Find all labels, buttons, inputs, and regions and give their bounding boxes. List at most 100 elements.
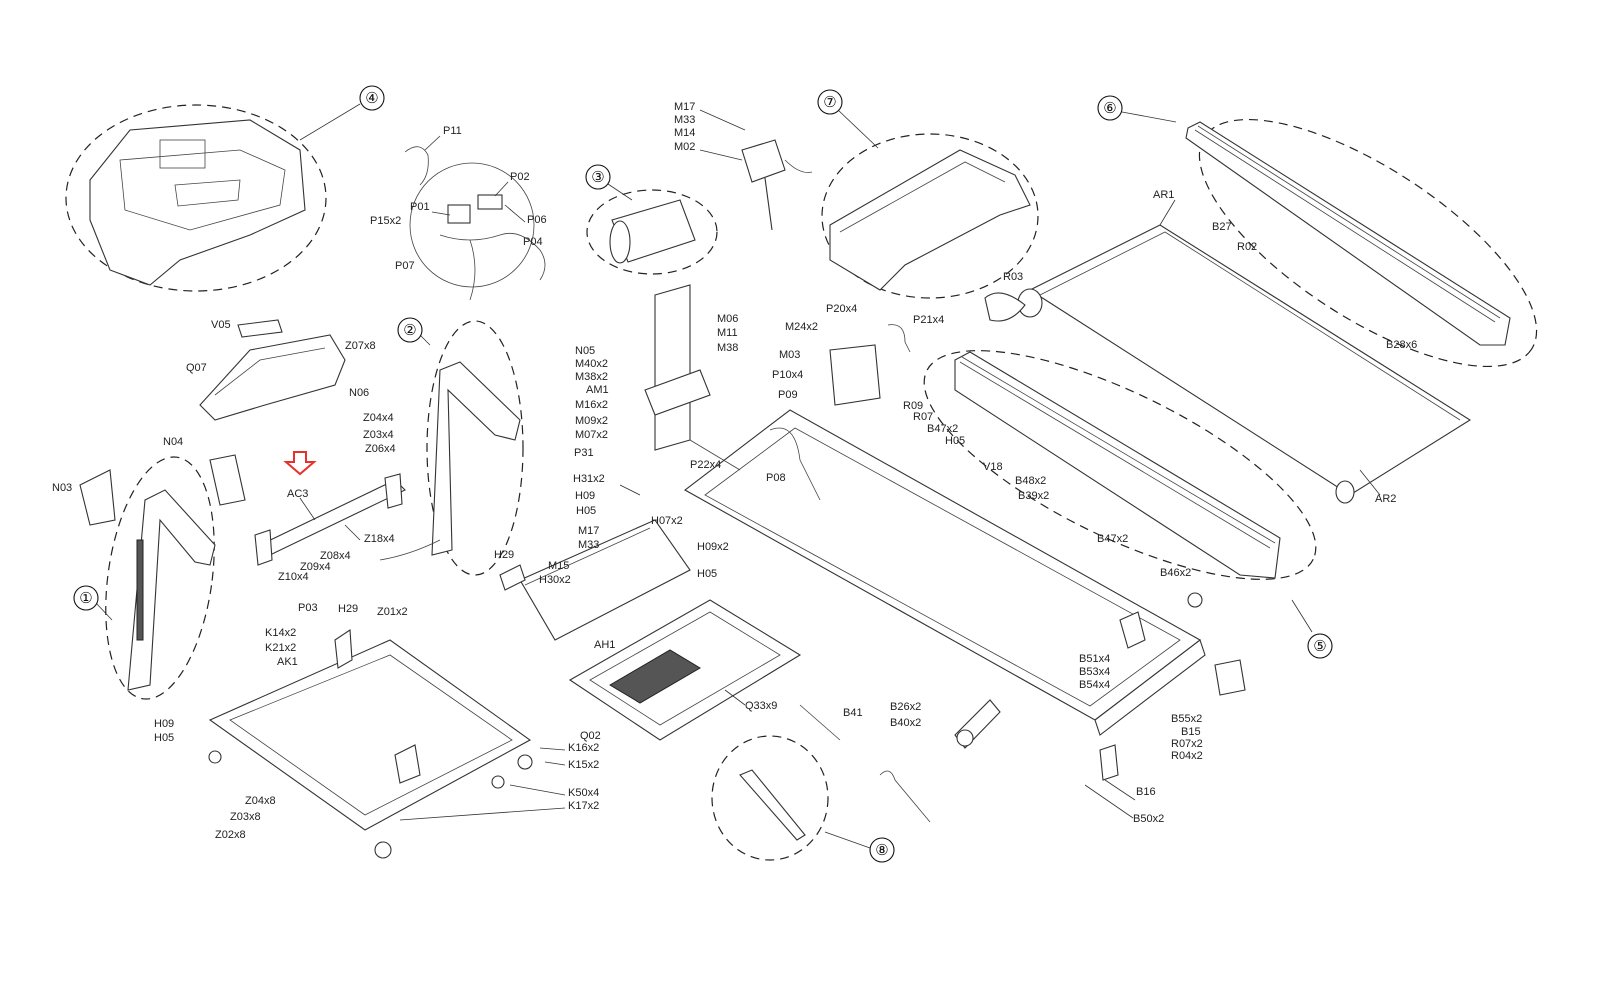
label-K14x2: K14x2 xyxy=(265,627,296,639)
label-B46x2: B46x2 xyxy=(1160,567,1191,579)
label-P01: P01 xyxy=(410,201,430,213)
label-K15x2: K15x2 xyxy=(568,759,599,771)
label-R03: R03 xyxy=(1003,271,1023,283)
label-B51x4: B51x4 xyxy=(1079,653,1110,665)
label-H05-c: H05 xyxy=(697,568,717,580)
label-R04x2: R04x2 xyxy=(1171,750,1203,762)
label-M17-b: M17 xyxy=(578,525,599,537)
label-H07x2: H07x2 xyxy=(651,515,683,527)
label-V05: V05 xyxy=(211,319,231,331)
label-M16x2: M16x2 xyxy=(575,399,608,411)
group-4-console: ④ xyxy=(65,85,385,292)
group-number-1: ① xyxy=(79,590,92,607)
label-H29-b: H29 xyxy=(338,603,358,615)
group-number-7: ⑦ xyxy=(823,94,836,111)
label-B26x2: B26x2 xyxy=(890,701,921,713)
group-5-side-rail: ⑤ xyxy=(923,350,1333,659)
incline-motor xyxy=(741,139,813,231)
label-R09: R09 xyxy=(903,400,923,412)
group-number-2: ② xyxy=(403,322,416,339)
label-Z04x4: Z04x4 xyxy=(363,412,394,424)
label-P08: P08 xyxy=(766,472,786,484)
label-B41: B41 xyxy=(843,707,863,719)
label-Q33x9: Q33x9 xyxy=(745,700,777,712)
label-B28x6: B28x6 xyxy=(1386,339,1417,351)
label-M06: M06 xyxy=(717,313,738,325)
group-number-3: ③ xyxy=(591,169,604,186)
label-H31x2: H31x2 xyxy=(573,473,605,485)
label-P07: P07 xyxy=(395,260,415,272)
group-number-4: ④ xyxy=(365,90,378,107)
label-M33-b: M33 xyxy=(578,539,599,551)
group-8-tools: ⑧ xyxy=(711,735,895,863)
group-1-upright: ① xyxy=(73,454,246,700)
label-M40x2: M40x2 xyxy=(575,358,608,370)
label-Z08x4: Z08x4 xyxy=(320,550,351,562)
group-number-8: ⑧ xyxy=(875,842,888,859)
group-6-side-rail: ⑥ xyxy=(1097,95,1538,368)
label-N05: N05 xyxy=(575,345,595,357)
console-tray xyxy=(199,319,346,421)
crossbar-AC3 xyxy=(254,473,406,566)
label-H29: H29 xyxy=(494,549,514,561)
label-P31: P31 xyxy=(574,447,594,459)
label-H05-d: H05 xyxy=(154,732,174,744)
group-7-motor-cover: ⑦ xyxy=(817,89,1039,299)
label-B53x4: B53x4 xyxy=(1079,666,1110,678)
label-Z02x8: Z02x8 xyxy=(215,829,246,841)
label-AK1: AK1 xyxy=(277,656,298,668)
label-P11: P11 xyxy=(443,125,462,137)
label-AC3: AC3 xyxy=(287,488,308,500)
label-B27: B27 xyxy=(1212,221,1232,233)
label-M15: M15 xyxy=(548,560,569,572)
label-M17: M17 xyxy=(674,101,695,113)
label-AH1: AH1 xyxy=(594,639,615,651)
group-3-motor: ③ xyxy=(585,164,718,275)
label-Z01x2: Z01x2 xyxy=(377,606,408,618)
label-B16: B16 xyxy=(1136,786,1156,798)
label-B50x2: B50x2 xyxy=(1133,813,1164,825)
label-Z06x4: Z06x4 xyxy=(365,443,396,455)
label-Z04x8: Z04x8 xyxy=(245,795,276,807)
label-B54x4: B54x4 xyxy=(1079,679,1110,691)
label-Z03x4: Z03x4 xyxy=(363,429,394,441)
label-P02: P02 xyxy=(510,171,530,183)
label-P09: P09 xyxy=(778,389,798,401)
label-P03: P03 xyxy=(298,602,318,614)
label-P22x4: P22x4 xyxy=(690,459,721,471)
label-H30x2: H30x2 xyxy=(539,574,571,586)
label-B40x2: B40x2 xyxy=(890,717,921,729)
label-B47x2: B47x2 xyxy=(927,423,958,435)
label-R07: R07 xyxy=(913,411,933,423)
label-M33: M33 xyxy=(674,114,695,126)
label-Z07x8: Z07x8 xyxy=(345,340,376,352)
label-N06: N06 xyxy=(349,387,369,399)
group-number-5: ⑤ xyxy=(1313,638,1326,655)
label-M38: M38 xyxy=(717,342,738,354)
label-M24x2: M24x2 xyxy=(785,321,818,333)
main-frame xyxy=(684,409,1206,749)
label-H05: H05 xyxy=(945,435,965,447)
label-B15: B15 xyxy=(1181,726,1201,738)
label-P15x2: P15x2 xyxy=(370,215,401,227)
label-M07x2: M07x2 xyxy=(575,429,608,441)
base-frame-AK1 xyxy=(208,629,533,859)
label-AR1: AR1 xyxy=(1153,189,1174,201)
label-H05-b: H05 xyxy=(576,505,596,517)
label-P04: P04 xyxy=(523,236,543,248)
power-entry-assembly xyxy=(404,146,546,301)
label-K17x2: K17x2 xyxy=(568,800,599,812)
label-V18: V18 xyxy=(983,461,1003,473)
label-Z18x4: Z18x4 xyxy=(364,533,395,545)
label-M38x2: M38x2 xyxy=(575,371,608,383)
deck-belt-assembly xyxy=(984,224,1472,504)
label-M09x2: M09x2 xyxy=(575,415,608,427)
indicator-arrow xyxy=(283,451,317,476)
label-M14: M14 xyxy=(674,127,695,139)
label-P10x4: P10x4 xyxy=(772,369,803,381)
label-B47x2-b: B47x2 xyxy=(1097,533,1128,545)
label-H09-b: H09 xyxy=(154,718,174,730)
label-P20x4: P20x4 xyxy=(826,303,857,315)
label-B39x2: B39x2 xyxy=(1018,490,1049,502)
